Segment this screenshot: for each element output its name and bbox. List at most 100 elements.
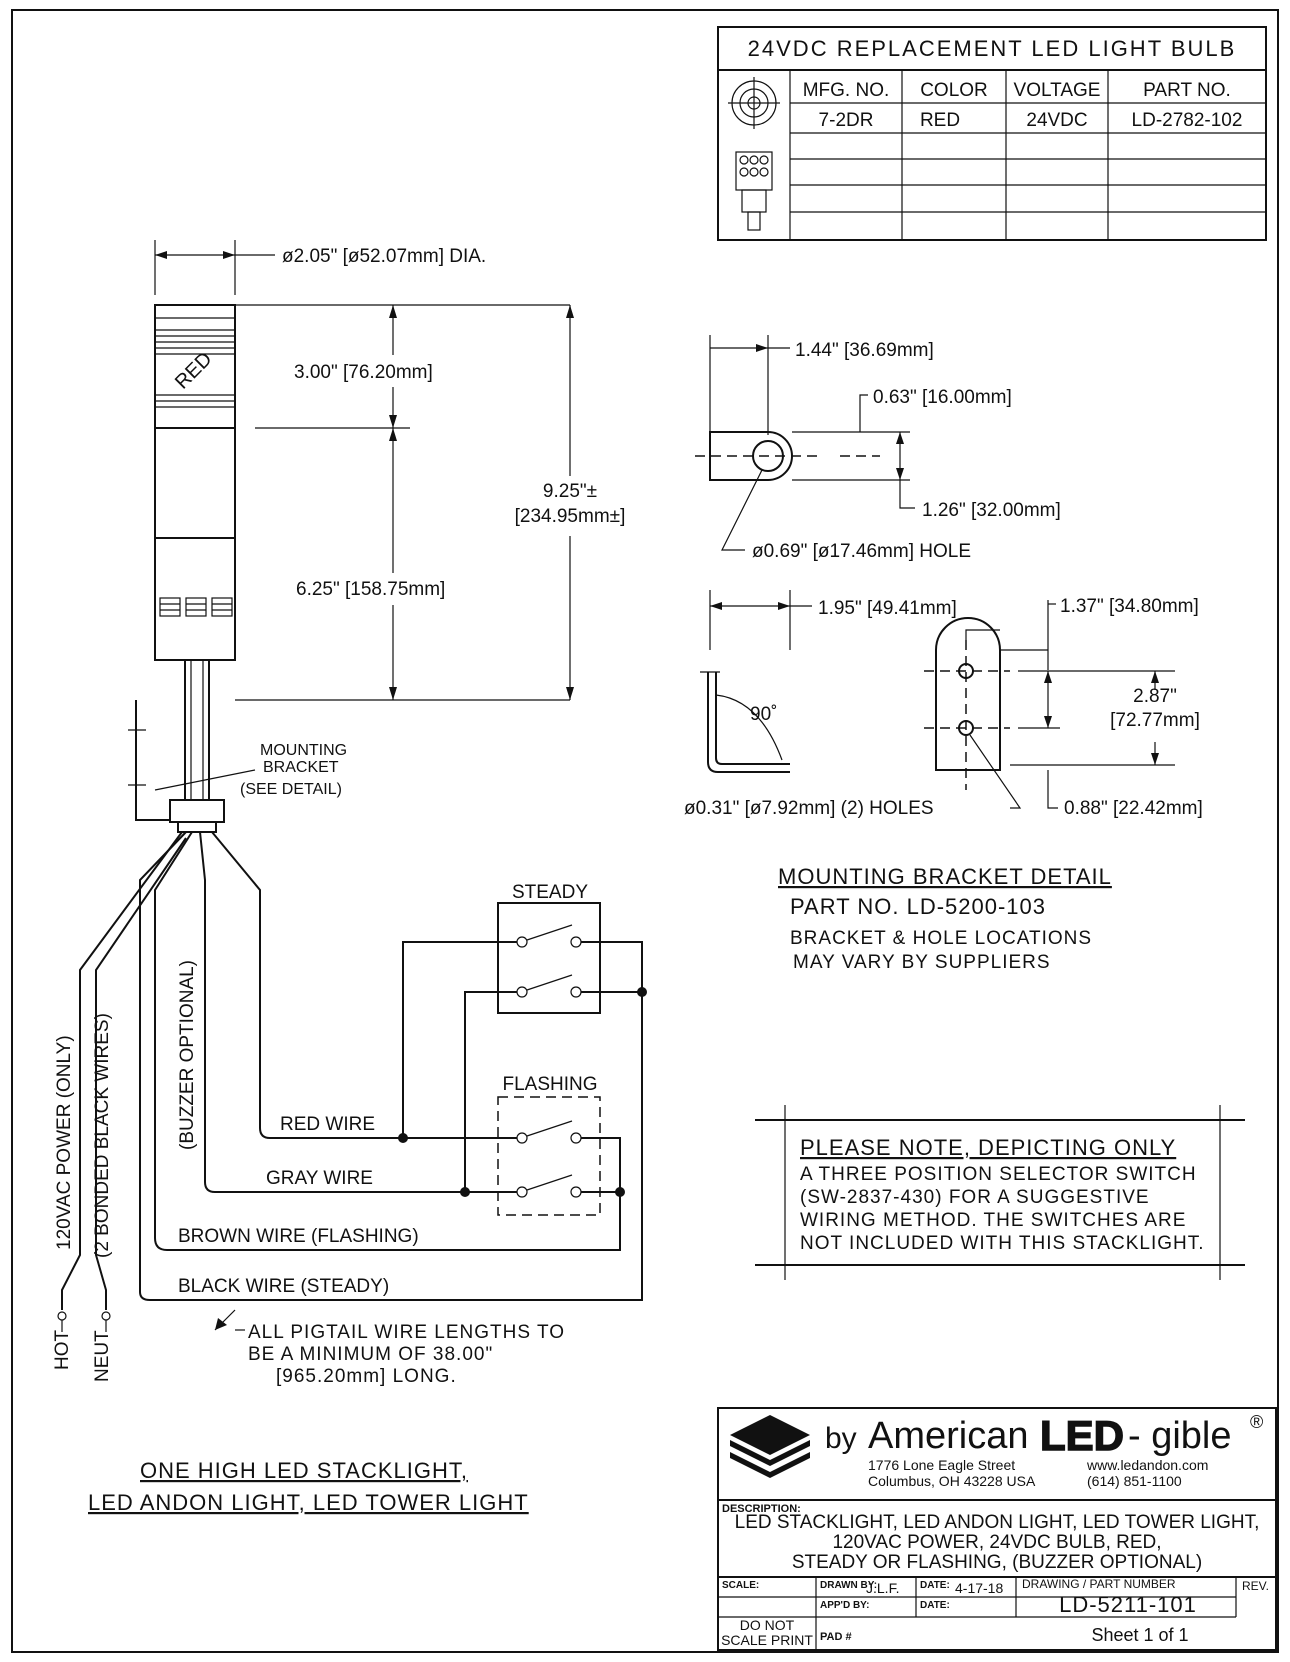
approved-by-label: APP'D BY: — [820, 1600, 869, 1611]
total-height-metric: [234.95mm±] — [515, 506, 626, 527]
bracket-label-3: (SEE DETAIL) — [240, 781, 342, 798]
bulb-top-view-icon — [728, 77, 780, 129]
neut-label: NEUT — [92, 1330, 113, 1382]
drawing-number: LD-5211-101 — [1059, 1592, 1197, 1617]
bulb-table: 24VDC REPLACEMENT LED LIGHT BULB MFG. NO… — [717, 26, 1267, 241]
col-voltage: VOLTAGE — [1014, 80, 1101, 101]
scale-label: SCALE: — [722, 1580, 759, 1591]
address-line-1: 1776 Lone Eagle Street — [868, 1457, 1015, 1473]
tower-dimensions: ø2.05" [ø52.07mm] DIA. 3.00" [76.20mm] 6… — [154, 240, 650, 798]
power-label-1: 120VAC POWER (ONLY) — [54, 1035, 75, 1250]
caption-line-1: ONE HIGH LED STACKLIGHT, — [140, 1458, 468, 1483]
date-2-label: DATE: — [920, 1600, 950, 1611]
black-wire-label: BLACK WIRE (STEADY) — [178, 1276, 389, 1297]
bulb-table-title: 24VDC REPLACEMENT LED LIGHT BULB — [748, 36, 1237, 61]
bracket-front-view: 1.37" [34.80mm] 2.87" [72.77mm] 0.88" [2… — [684, 596, 1220, 819]
bracket-dim-6b: [72.77mm] — [1110, 710, 1200, 731]
vent-slots — [159, 597, 233, 617]
note-line-4: NOT INCLUDED WITH THIS STACKLIGHT. — [800, 1233, 1205, 1254]
drawing-number-label: DRAWING / PART NUMBER — [1022, 1577, 1176, 1591]
bracket-label-1: MOUNTING — [260, 742, 347, 759]
bracket-dim-3: 1.26" [32.00mm] — [922, 500, 1061, 521]
steady-label: STEADY — [512, 882, 588, 903]
bracket-hole-dim: ø0.69" [ø17.46mm] HOLE — [752, 541, 971, 562]
top-section-dimension: 3.00" [76.20mm] — [294, 362, 433, 383]
note-line-2: (SW-2837-430) FOR A SUGGESTIVE — [800, 1187, 1150, 1208]
note-title: PLEASE NOTE, DEPICTING ONLY — [800, 1135, 1176, 1160]
cell-part: LD-2782-102 — [1132, 110, 1243, 131]
note-line-1: A THREE POSITION SELECTOR SWITCH — [800, 1164, 1197, 1185]
drawn-by-value: J.L.F. — [866, 1580, 899, 1596]
description-line-2: 120VAC POWER, 24VDC BULB, RED, — [832, 1532, 1161, 1553]
bracket-detail-title: MOUNTING BRACKET DETAIL — [778, 864, 1112, 889]
sheet-border — [11, 9, 1279, 1653]
bracket-dim-6a: 2.87" — [1133, 686, 1177, 707]
mounting-nut — [169, 799, 225, 823]
bracket-dim-5: 1.37" [34.80mm] — [1060, 596, 1199, 617]
pigtail-note-3: [965.20mm] LONG. — [276, 1366, 457, 1387]
red-wire-label: RED WIRE — [280, 1114, 375, 1135]
brand-by: by — [825, 1422, 857, 1455]
brand-gible: - gible — [1128, 1415, 1232, 1457]
bottom-section-dimension: 6.25" [158.75mm] — [296, 579, 445, 600]
pigtail-note-1: ALL PIGTAIL WIRE LENGTHS TO — [248, 1322, 565, 1343]
do-not-scale-1: DO NOT — [740, 1617, 795, 1633]
bracket-part-number: PART NO. LD-5200-103 — [790, 894, 1046, 919]
total-height-dimension: 9.25"± — [543, 481, 597, 502]
diameter-dimension: ø2.05" [ø52.07mm] DIA. — [282, 246, 486, 267]
note-line-3: WIRING METHOD. THE SWITCHES ARE — [800, 1210, 1186, 1231]
cell-mfg: 7-2DR — [819, 110, 874, 131]
american-led-gible-logo — [730, 1415, 810, 1478]
bulb-side-view-icon — [735, 151, 773, 231]
bracket-angle: 90˚ — [750, 704, 777, 725]
revision-label: REV. — [1242, 1579, 1269, 1593]
col-color: COLOR — [920, 80, 988, 101]
bracket-dim-7: 0.88" [22.42mm] — [1064, 798, 1203, 819]
date-label: DATE: — [920, 1580, 950, 1591]
switch-wiring — [380, 941, 647, 1301]
description-line-3: STEADY OR FLASHING, (BUZZER OPTIONAL) — [792, 1552, 1202, 1573]
please-note: PLEASE NOTE, DEPICTING ONLY A THREE POSI… — [755, 1105, 1245, 1280]
bracket-side-view: 1.95" [49.41mm] 90˚ — [700, 590, 957, 773]
caption-line-2: LED ANDON LIGHT, LED TOWER LIGHT — [88, 1490, 529, 1515]
sheet-number: Sheet 1 of 1 — [1091, 1625, 1188, 1645]
col-part: PART NO. — [1143, 80, 1231, 101]
title-block: by American LED - gible ® 1776 Lone Eagl… — [717, 1407, 1277, 1651]
bracket-top-view: 1.44" [36.69mm] 0.63" [16.00mm] 1.26" [3… — [695, 335, 1061, 562]
steady-switch: STEADY — [497, 882, 601, 1014]
description-label: DESCRIPTION: — [722, 1503, 801, 1515]
bracket-holes-dim: ø0.31" [ø7.92mm] (2) HOLES — [684, 798, 934, 819]
pigtail-wires — [57, 831, 440, 1332]
buzzer-label: (BUZZER OPTIONAL) — [177, 960, 198, 1150]
address-line-2: Columbus, OH 43228 USA — [868, 1473, 1036, 1489]
do-not-scale-2: SCALE PRINT — [721, 1632, 813, 1648]
flashing-switch: FLASHING — [497, 1074, 601, 1216]
brand-led: LED — [1040, 1412, 1124, 1459]
col-mfg: MFG. NO. — [803, 80, 890, 101]
brown-wire-label: BROWN WIRE (FLASHING) — [178, 1226, 419, 1247]
web-address: www.ledandon.com — [1086, 1457, 1208, 1473]
bracket-dim-2: 0.63" [16.00mm] — [873, 387, 1012, 408]
gray-wire-label: GRAY WIRE — [266, 1168, 373, 1189]
description-line-1: LED STACKLIGHT, LED ANDON LIGHT, LED TOW… — [735, 1512, 1260, 1533]
tower-stem — [184, 659, 210, 801]
bracket-note-2: MAY VARY BY SUPPLIERS — [793, 952, 1051, 973]
cell-color: RED — [920, 110, 960, 131]
registered-mark: ® — [1250, 1412, 1263, 1432]
bracket-dim-4: 1.95" [49.41mm] — [818, 598, 957, 619]
drawn-by-label: DRAWN BY: — [820, 1580, 877, 1591]
pigtail-note-2: BE A MINIMUM OF 38.00" — [248, 1344, 493, 1365]
bracket-dim-1: 1.44" [36.69mm] — [795, 340, 934, 361]
phone-number: (614) 851-1100 — [1087, 1473, 1182, 1489]
cell-voltage: 24VDC — [1026, 110, 1087, 131]
tower-light: RED — [128, 304, 236, 833]
bracket-note-1: BRACKET & HOLE LOCATIONS — [790, 928, 1092, 949]
mounting-bracket-sketch — [135, 700, 170, 821]
date-value: 4-17-18 — [955, 1580, 1003, 1596]
bracket-label-2: BRACKET — [263, 759, 339, 776]
pad-label: PAD # — [820, 1631, 852, 1643]
flashing-label: FLASHING — [502, 1074, 597, 1095]
hot-label: HOT — [52, 1330, 73, 1371]
lens-color-label: RED — [171, 348, 216, 393]
